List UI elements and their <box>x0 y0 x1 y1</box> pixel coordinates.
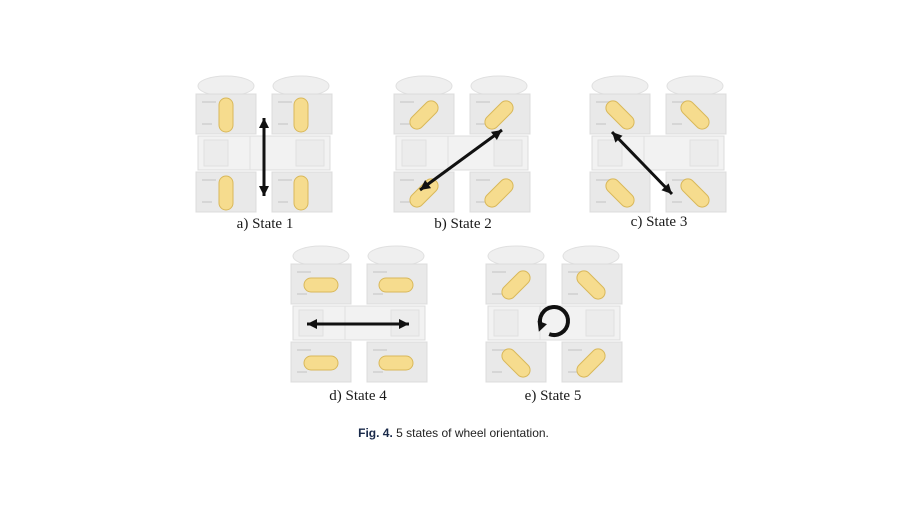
motion-arrow-head <box>420 180 432 190</box>
frame-panel <box>493 139 523 167</box>
state-2-diagram <box>393 75 531 213</box>
dish-left <box>197 75 255 97</box>
figure-caption: Fig. 4. 5 states of wheel orientation. <box>0 426 907 440</box>
state-5-diagram <box>485 245 623 383</box>
wheel <box>576 270 606 300</box>
dish-right <box>562 245 620 267</box>
motion-arrow-head <box>307 319 317 329</box>
wheel <box>293 97 309 133</box>
state-4-caption: d) State 4 <box>329 388 387 404</box>
wheel <box>484 100 514 130</box>
wheel <box>218 175 234 211</box>
rotation-arrow-arc <box>538 305 570 337</box>
state-4-diagram <box>290 245 428 383</box>
dish-right <box>666 75 724 97</box>
motion-arrow-shaft <box>419 128 503 192</box>
wheel <box>484 178 514 208</box>
frame-panel <box>689 139 719 167</box>
state-5-caption: e) State 5 <box>524 388 582 404</box>
state-1-caption: a) State 1 <box>236 216 294 232</box>
frame-panel <box>493 309 519 337</box>
state-3-caption: c) State 3 <box>630 214 688 230</box>
wheel <box>680 100 710 130</box>
wheel <box>605 100 635 130</box>
wheel <box>293 175 309 211</box>
motion-arrow-head <box>399 319 409 329</box>
state-2-caption: b) State 2 <box>434 216 492 232</box>
dish-right <box>367 245 425 267</box>
state-4-panel <box>285 240 435 385</box>
state-1-diagram <box>195 75 333 213</box>
wheel <box>303 277 339 293</box>
wheel <box>378 355 414 371</box>
dish-right <box>470 75 528 97</box>
state-1-panel <box>190 70 340 215</box>
wheel <box>409 100 439 130</box>
motion-arrow-shaft <box>610 130 674 196</box>
wheel-module <box>665 93 727 135</box>
state-2-panel <box>388 70 538 215</box>
dish-left <box>395 75 453 97</box>
wheel <box>576 348 606 378</box>
motion-arrow-head <box>259 186 269 196</box>
dish-right <box>272 75 330 97</box>
wheel <box>605 178 635 208</box>
frame-panel <box>401 139 427 167</box>
motion-arrow-head <box>612 132 623 143</box>
frame-panel <box>203 139 229 167</box>
dish-left <box>487 245 545 267</box>
figure-caption-text: 5 states of wheel orientation. <box>396 426 549 440</box>
frame-panel <box>295 139 325 167</box>
wheel <box>409 178 439 208</box>
state-5-panel <box>480 240 630 385</box>
motion-arrow-head <box>259 118 269 128</box>
wheel <box>303 355 339 371</box>
wheel <box>501 348 531 378</box>
state-3-diagram <box>589 75 727 213</box>
robot-chassis <box>589 75 727 213</box>
dish-left <box>591 75 649 97</box>
state-3-panel <box>584 70 734 215</box>
motion-arrow-head <box>490 130 502 140</box>
wheel <box>378 277 414 293</box>
frame-panel <box>585 309 615 337</box>
wheel <box>680 178 710 208</box>
motion-arrow-head <box>661 183 672 194</box>
rotation-arrow-head <box>537 320 547 332</box>
figure-label: Fig. 4. <box>358 426 393 440</box>
dish-left <box>292 245 350 267</box>
robot-chassis <box>485 245 623 383</box>
frame-panel <box>597 139 623 167</box>
wheel <box>218 97 234 133</box>
wheel <box>501 270 531 300</box>
